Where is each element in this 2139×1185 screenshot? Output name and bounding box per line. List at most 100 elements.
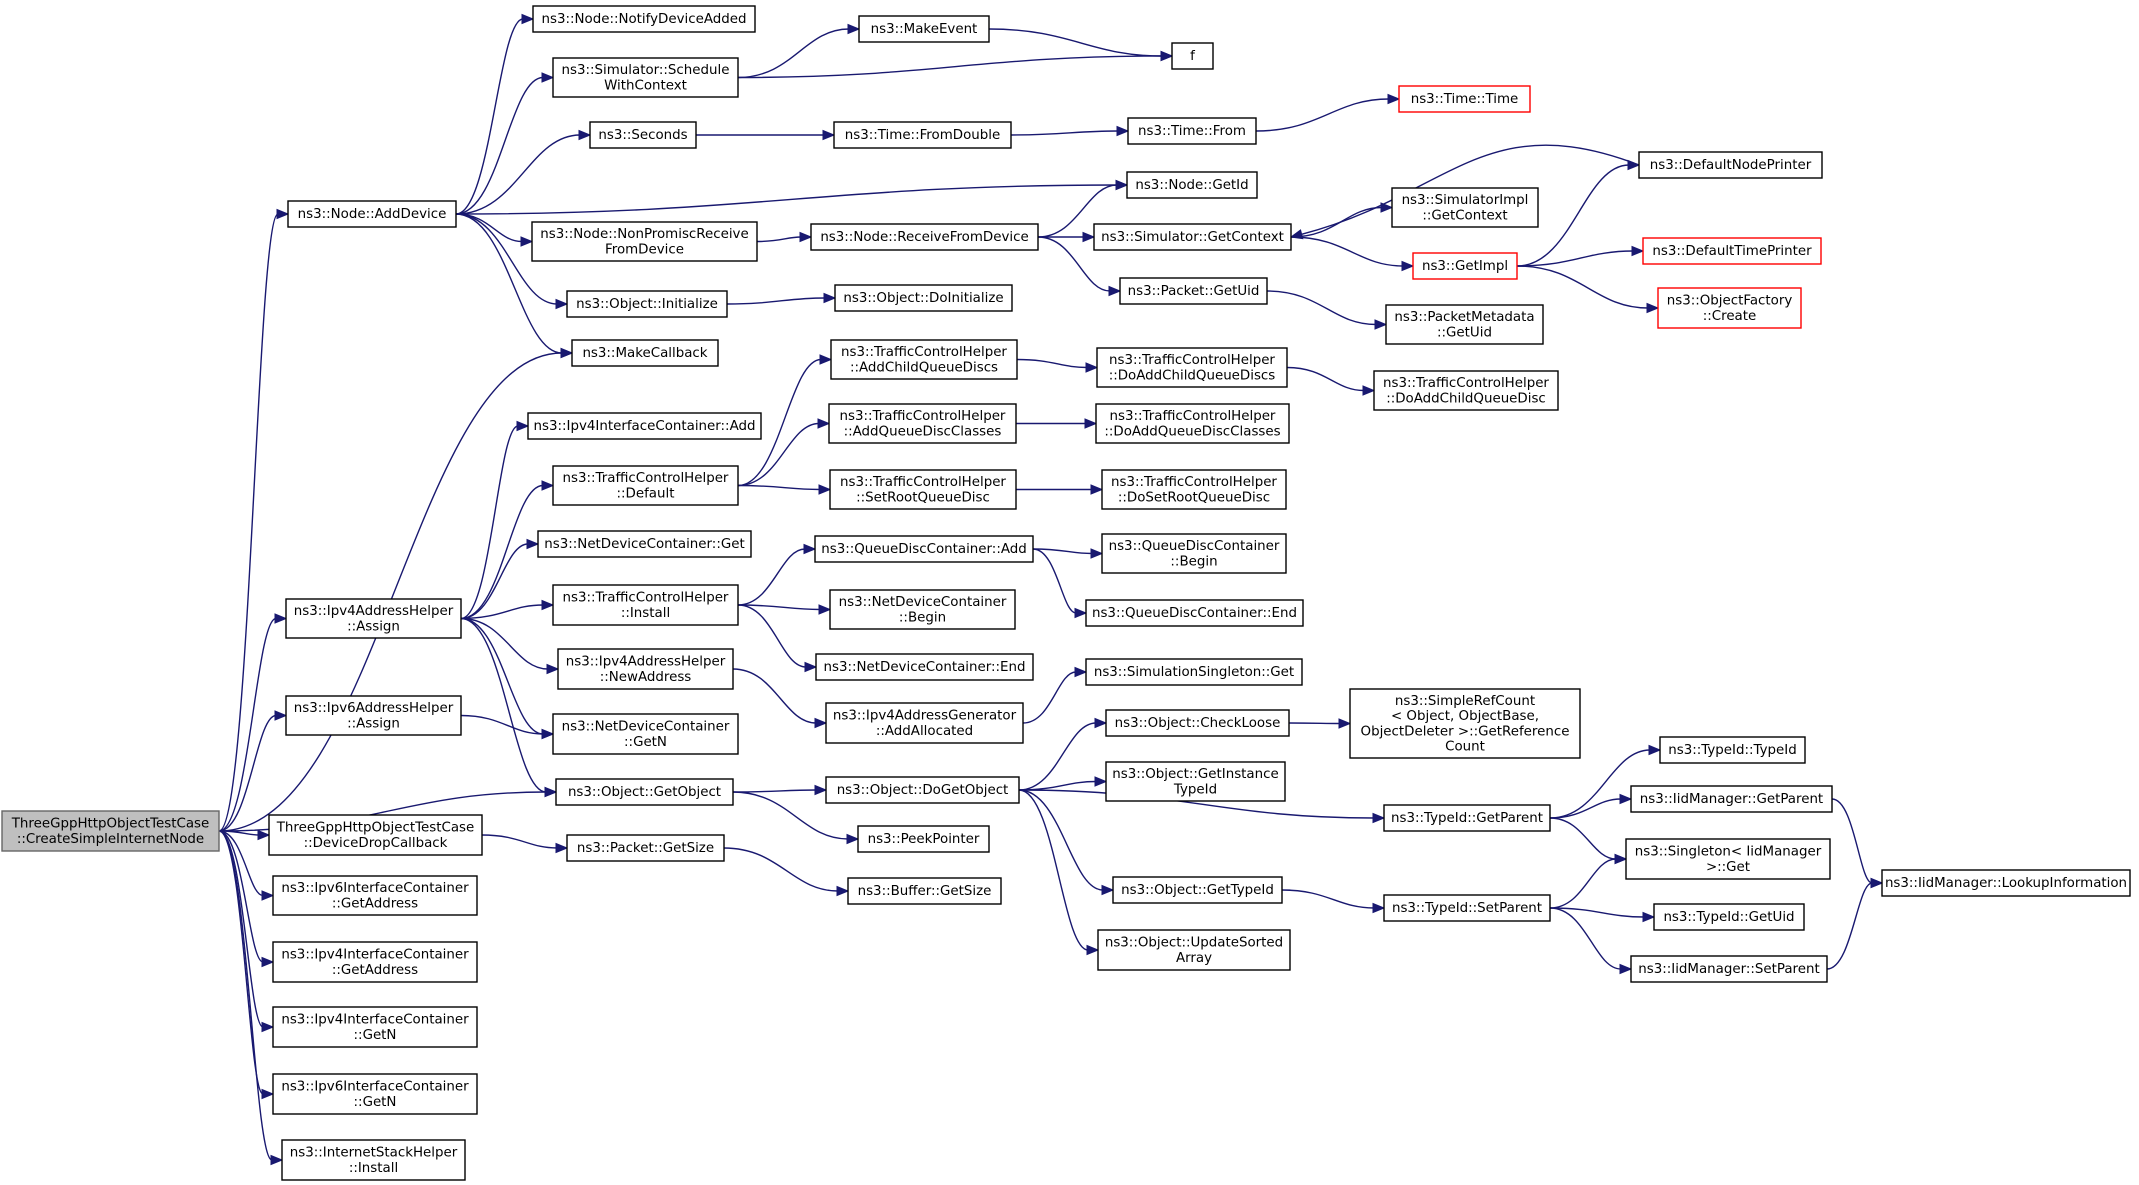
node-type-id-set-parent[interactable]: ns3::TypeId::SetParent: [1383, 894, 1551, 922]
node-tch-add-child-queue-discs[interactable]: ns3::TrafficControlHelper::AddChildQueue…: [830, 339, 1018, 380]
node-ipv6-container-get-address[interactable]: ns3::Ipv6InterfaceContainer::GetAddress: [272, 875, 478, 916]
node-label: ns3::DefaultNodePrinter: [1650, 158, 1812, 173]
arrow-head-icon: [818, 604, 832, 615]
node-type-id-type-id[interactable]: ns3::TypeId::TypeId: [1659, 736, 1806, 764]
node-ipv4-container-get-n[interactable]: ns3::Ipv4InterfaceContainer::GetN: [272, 1006, 478, 1048]
node-check-loose[interactable]: ns3::Object::CheckLoose: [1105, 709, 1290, 737]
node-packet-get-uid[interactable]: ns3::Packet::GetUid: [1119, 277, 1268, 305]
node-ipv6-address-helper-assign[interactable]: ns3::Ipv6AddressHelper::Assign: [285, 695, 462, 736]
node-ipv4-container-add[interactable]: ns3::Ipv4InterfaceContainer::Add: [527, 412, 762, 440]
node-box: [552, 57, 739, 98]
node-label: ns3::Object::DoInitialize: [843, 291, 1003, 306]
node-tch-do-set-root-queue-disc[interactable]: ns3::TrafficControlHelper::DoSetRootQueu…: [1101, 469, 1287, 510]
node-singleton-get[interactable]: ns3::Singleton< IidManager >::Get: [1625, 838, 1831, 880]
node-qdc-end[interactable]: ns3::QueueDiscContainer::End: [1085, 599, 1304, 627]
node-object-do-initialize[interactable]: ns3::Object::DoInitialize: [834, 284, 1013, 312]
node-default-time-printer[interactable]: ns3::DefaultTimePrinter: [1642, 237, 1822, 265]
node-object-do-get-object[interactable]: ns3::Object::DoGetObject: [825, 776, 1020, 804]
node-tch-do-add-child-queue-discs[interactable]: ns3::TrafficControlHelper::DoAddChildQue…: [1096, 347, 1288, 388]
node-label: ThreeGppHttpObjectTestCase: [276, 821, 475, 836]
node-label: ::Assign: [347, 619, 400, 634]
node-tch-add-queue-disc-classes[interactable]: ns3::TrafficControlHelper::AddQueueDiscC…: [828, 403, 1017, 444]
call-edge: [1018, 789, 1104, 891]
node-seconds[interactable]: ns3::Seconds: [589, 121, 697, 149]
node-tch-install[interactable]: ns3::TrafficControlHelper::Install: [552, 584, 739, 626]
node-qdc-begin[interactable]: ns3::QueueDiscContainer::Begin: [1101, 533, 1287, 574]
node-label: ::GetN: [354, 1095, 397, 1110]
node-label: ns3::TypeId::SetParent: [1392, 901, 1542, 916]
node-type-id-get-uid[interactable]: ns3::TypeId::GetUid: [1653, 903, 1805, 931]
node-sim-impl-get-context[interactable]: ns3::SimulatorImpl::GetContext: [1391, 187, 1539, 228]
arrow-head-icon: [1085, 362, 1099, 373]
node-ndc-end[interactable]: ns3::NetDeviceContainer::End: [815, 653, 1034, 681]
node-sim-singleton-get[interactable]: ns3::SimulationSingleton::Get: [1085, 658, 1303, 686]
node-get-impl[interactable]: ns3::GetImpl: [1412, 252, 1518, 280]
node-box: [858, 15, 990, 43]
node-node-add-device[interactable]: ns3::Node::AddDevice: [287, 200, 457, 228]
node-ipv4-addr-gen-add-allocated[interactable]: ns3::Ipv4AddressGenerator::AddAllocated: [825, 702, 1024, 744]
node-object-get-object[interactable]: ns3::Object::GetObject: [555, 778, 734, 806]
node-tch-do-add-child-queue-disc[interactable]: ns3::TrafficControlHelper::DoAddChildQue…: [1373, 370, 1559, 411]
call-edge: [737, 55, 1163, 79]
node-label: Array: [1176, 951, 1212, 966]
node-ndc-get-n[interactable]: ns3::NetDeviceContainer::GetN: [552, 713, 739, 755]
arrow-head-icon: [520, 236, 534, 247]
node-node-get-id[interactable]: ns3::Node::GetId: [1126, 171, 1258, 199]
call-edge: [737, 484, 821, 491]
node-tch-set-root-queue-disc[interactable]: ns3::TrafficControlHelper::SetRootQueueD…: [829, 469, 1017, 510]
node-ipv4-container-get-address[interactable]: ns3::Ipv4InterfaceContainer::GetAddress: [272, 941, 478, 983]
node-notify-device-added[interactable]: ns3::Node::NotifyDeviceAdded: [532, 5, 756, 33]
node-ipv4-new-address[interactable]: ns3::Ipv4AddressHelper::NewAddress: [557, 648, 734, 690]
node-make-event[interactable]: ns3::MakeEvent: [858, 15, 990, 43]
node-ipv6-container-get-n[interactable]: ns3::Ipv6InterfaceContainer::GetN: [272, 1073, 478, 1115]
node-internet-stack-install[interactable]: ns3::InternetStackHelper::Install: [281, 1139, 466, 1181]
node-time-time[interactable]: ns3::Time::Time: [1398, 85, 1531, 113]
arrow-head-icon: [1619, 963, 1633, 975]
node-packet-metadata-get-uid[interactable]: ns3::PacketMetadata::GetUid: [1385, 304, 1544, 345]
node-object-get-type-id[interactable]: ns3::Object::GetTypeId: [1112, 876, 1283, 904]
call-edge: [460, 714, 544, 735]
node-time-from[interactable]: ns3::Time::From: [1127, 117, 1257, 145]
node-label: ns3::IidManager::GetParent: [1640, 792, 1823, 807]
node-default-node-printer[interactable]: ns3::DefaultNodePrinter: [1638, 151, 1823, 179]
node-tch-default[interactable]: ns3::TrafficControlHelper::Default: [552, 465, 739, 506]
node-box: [589, 121, 697, 149]
node-object-factory-create[interactable]: ns3::ObjectFactory::Create: [1657, 287, 1802, 329]
node-device-drop-callback[interactable]: ThreeGppHttpObjectTestCase::DeviceDropCa…: [268, 814, 483, 856]
node-label: ::DoAddChildQueueDiscs: [1109, 368, 1276, 383]
call-edge: [1288, 722, 1341, 725]
node-time-from-double[interactable]: ns3::Time::FromDouble: [833, 121, 1012, 149]
node-simple-ref-count[interactable]: ns3::SimpleRefCount< Object, ObjectBase,…: [1349, 688, 1581, 759]
call-edge: [481, 834, 558, 849]
node-receive-from-device[interactable]: ns3::Node::ReceiveFromDevice: [810, 223, 1039, 251]
node-box: [272, 875, 478, 916]
call-edge: [460, 425, 519, 620]
node-ndc-begin[interactable]: ns3::NetDeviceContainer::Begin: [829, 589, 1016, 630]
node-buffer-get-size[interactable]: ns3::Buffer::GetSize: [847, 877, 1002, 905]
node-label: ::GetAddress: [332, 896, 418, 911]
node-ipv4-address-helper-assign[interactable]: ns3::Ipv4AddressHelper::Assign: [285, 598, 462, 639]
node-ndc-get[interactable]: ns3::NetDeviceContainer::Get: [537, 530, 752, 558]
node-lookup-information[interactable]: ns3::IidManager::LookupInformation: [1881, 869, 2131, 897]
node-root[interactable]: ThreeGppHttpObjectTestCase::CreateSimple…: [1, 810, 220, 852]
node-peek-pointer[interactable]: ns3::PeekPointer: [857, 825, 990, 853]
node-type-id-get-parent[interactable]: ns3::TypeId::GetParent: [1383, 804, 1551, 832]
node-box: [1653, 903, 1805, 931]
node-box: [1095, 403, 1290, 444]
node-make-callback[interactable]: ns3::MakeCallback: [571, 339, 719, 367]
node-iid-set-parent[interactable]: ns3::IidManager::SetParent: [1630, 955, 1828, 983]
node-label: ns3::SimulatorImpl: [1402, 193, 1529, 208]
node-iid-get-parent[interactable]: ns3::IidManager::GetParent: [1630, 785, 1833, 813]
node-tch-do-add-queue-disc-classes[interactable]: ns3::TrafficControlHelper::DoAddQueueDis…: [1095, 403, 1290, 444]
node-packet-get-size[interactable]: ns3::Packet::GetSize: [566, 834, 725, 862]
node-box: [285, 695, 462, 736]
arrow-head-icon: [541, 72, 555, 83]
node-qdc-add[interactable]: ns3::QueueDiscContainer::Add: [814, 535, 1034, 563]
node-f[interactable]: f: [1171, 42, 1214, 70]
node-object-initialize[interactable]: ns3::Object::Initialize: [566, 290, 728, 318]
node-sim-get-context[interactable]: ns3::Simulator::GetContext: [1093, 223, 1292, 251]
